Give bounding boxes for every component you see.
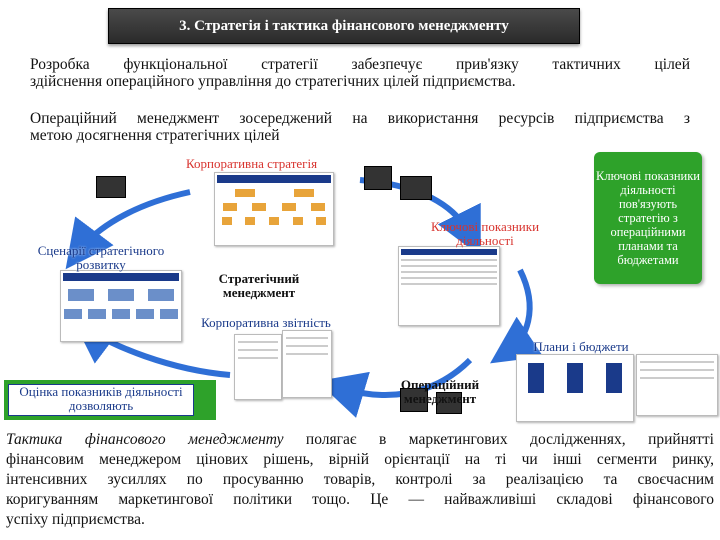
paragraph-functional-strategy: Розробка функціональної стратегії забезп… bbox=[30, 56, 690, 90]
label-strategic-management: Стратегічний менеджмент bbox=[218, 271, 300, 300]
photo-thumbnail bbox=[400, 176, 432, 200]
plans-budgets-image bbox=[516, 354, 634, 422]
paragraph-operational-management: Операційний менеджмент зосереджений на в… bbox=[30, 110, 690, 144]
label-operational-management: Операційний менеджмент bbox=[400, 377, 480, 406]
evaluation-label: Оцінка показників діяльності дозволяють bbox=[8, 384, 194, 416]
evaluation-box: Оцінка показників діяльності дозволяють bbox=[4, 380, 216, 420]
arrow-right bbox=[490, 268, 544, 364]
bottom-paragraph: Тактика фінансового менеджменту полягає … bbox=[6, 431, 714, 528]
arrow-top-left bbox=[65, 189, 191, 270]
photo-thumbnail bbox=[400, 388, 428, 412]
label-scenarios: Сценарії стратегічного розвитку bbox=[37, 243, 165, 272]
tactic-term: Тактика фінансового менеджменту bbox=[6, 431, 284, 448]
label-corporate-strategy: Корпоративна стратегія bbox=[186, 156, 318, 171]
callout-key-indicators: Ключові показники діяльності пов'язують … bbox=[594, 152, 702, 284]
label-plans-budgets: Плани і бюджети bbox=[533, 339, 629, 354]
photo-thumbnail bbox=[436, 392, 462, 414]
scenarios-image bbox=[60, 270, 182, 342]
plans-budgets-image bbox=[636, 354, 718, 416]
photo-thumbnail bbox=[364, 166, 392, 190]
photo-thumbnail bbox=[96, 176, 126, 198]
report-image bbox=[234, 334, 282, 400]
key-indicators-table-image bbox=[398, 246, 500, 326]
page-title: 3. Стратегія і тактика фінансового менед… bbox=[108, 8, 580, 44]
report-image bbox=[282, 330, 332, 398]
label-key-indicators: Ключові показники діяльності bbox=[430, 219, 540, 248]
label-corporate-reporting: Корпоративна звітність bbox=[201, 315, 331, 330]
strategy-map-image bbox=[214, 172, 334, 246]
